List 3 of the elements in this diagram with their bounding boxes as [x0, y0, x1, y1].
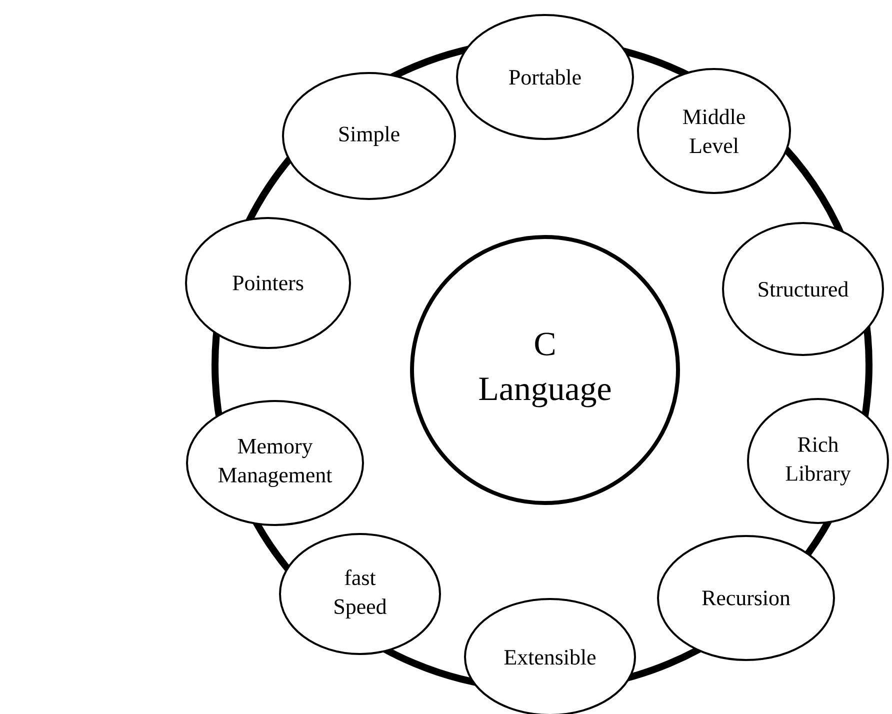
- node-label: Structured: [758, 281, 848, 297]
- node-label: Rich Library: [786, 436, 851, 486]
- node-label: Extensible: [504, 649, 596, 665]
